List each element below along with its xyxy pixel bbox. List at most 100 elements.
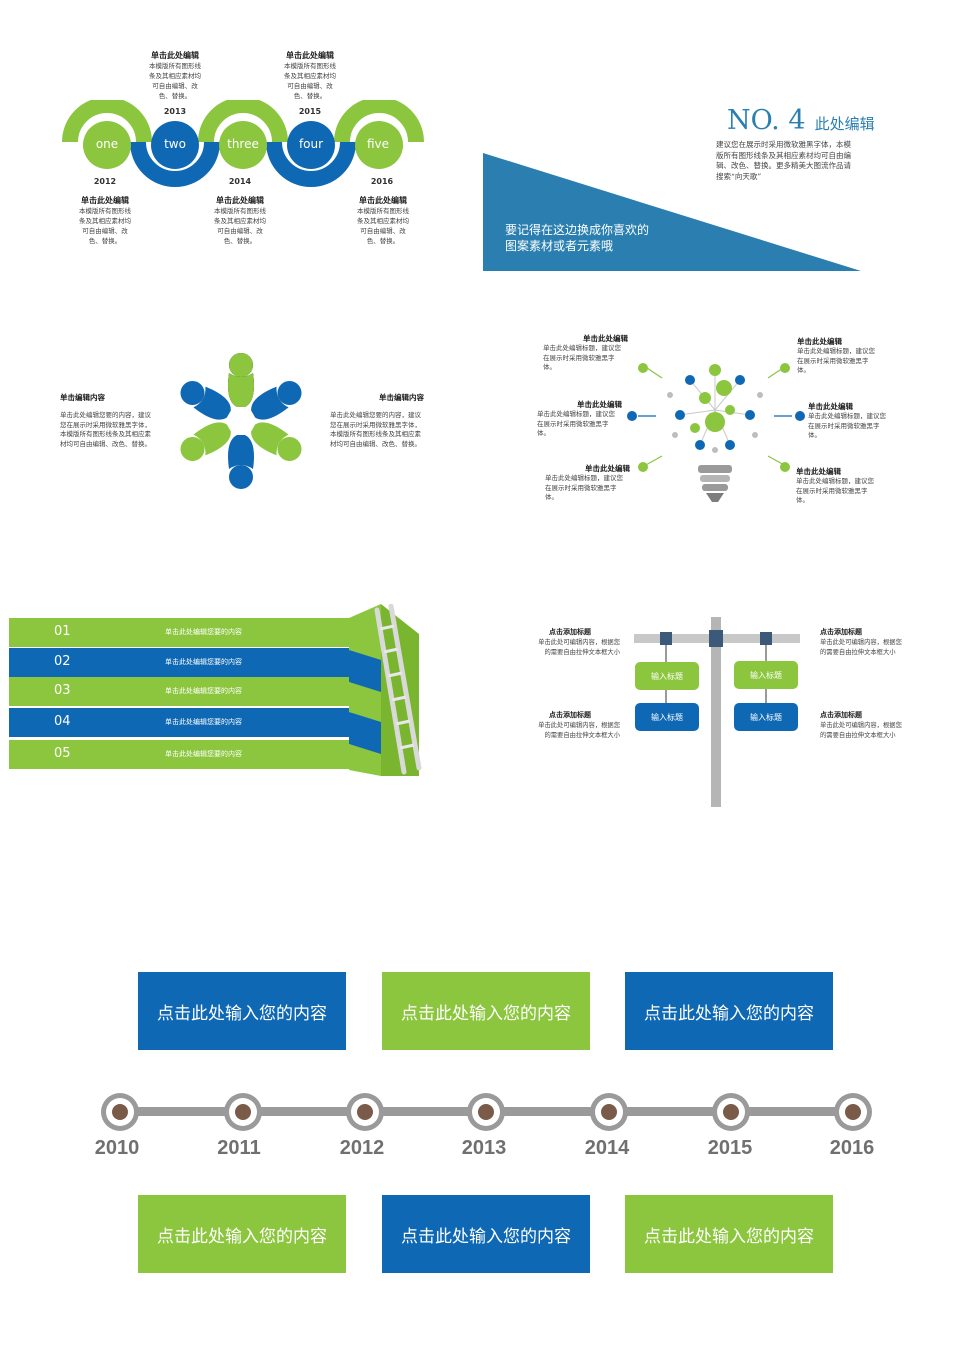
stair-row-2: 02 单击此处编辑您要的内容 bbox=[9, 648, 349, 677]
no4-heading: NO. 4 此处编辑 bbox=[727, 105, 875, 136]
people-right-text: 单击编辑内容 单击此处编辑您要的内容，建议您在展示时采用微软雅黑字体， 本模版所… bbox=[330, 392, 440, 449]
bottom-content-box-2[interactable]: 点击此处输入您的内容 bbox=[382, 1195, 590, 1273]
wave-year-2015: 2015 bbox=[298, 107, 322, 116]
timeline-node-2014 bbox=[590, 1093, 628, 1131]
sign-button-4[interactable]: 输入标题 bbox=[734, 703, 798, 731]
timeline-year-2010: 2010 bbox=[94, 1137, 140, 1159]
timeline-node-2011 bbox=[224, 1093, 262, 1131]
stair-row-4: 04 单击此处编辑您要的内容 bbox=[9, 708, 349, 737]
no4-triangle-text: 要记得在这边换成你喜欢的图案素材或者元素哦 bbox=[505, 223, 650, 253]
bulb-item-left-3: 单击此处编辑 单击此处编辑标题，建议您在展示时采用微软雅黑字体。 bbox=[545, 464, 630, 501]
no4-body: 建议您在展示时采用微软雅黑字体，本模版所有图形线条及其相应素材均可自由编 辑、改… bbox=[716, 140, 851, 181]
stairs-graphic bbox=[349, 604, 422, 776]
people-left-title: 单击编辑内容 bbox=[60, 393, 105, 402]
wave-top-item-1: 单击此处编辑 本模版所有图形线条及其相应素材均 可自由编辑、改色、替换。 bbox=[135, 50, 215, 101]
stair-row-5: 05 单击此处编辑您要的内容 bbox=[9, 740, 349, 769]
bulb-dot-left-2 bbox=[627, 411, 637, 421]
stair-num: 01 bbox=[54, 624, 71, 639]
signpost-item-left-1: 点击添加标题 单击此处可编辑内容，根据您的需要自由拉伸文本框大小 bbox=[538, 628, 620, 656]
timeline-node-2015 bbox=[712, 1093, 750, 1131]
wave-circle-three: three bbox=[227, 137, 259, 151]
sign-button-1[interactable]: 输入标题 bbox=[635, 662, 699, 690]
bulb-dot-right-3 bbox=[780, 462, 790, 472]
bulb-dot-right-2 bbox=[795, 411, 805, 421]
bulb-dot-right-1 bbox=[780, 363, 790, 373]
bottom-content-box-3[interactable]: 点击此处输入您的内容 bbox=[625, 1195, 833, 1273]
no4-number: NO. 4 bbox=[727, 105, 806, 136]
timeline-year-2015: 2015 bbox=[707, 1137, 753, 1159]
bulb-item-right-1: 单击此处编辑 单击此处编辑标题，建议您在展示时采用微软雅黑字体。 bbox=[797, 337, 875, 374]
stair-num: 05 bbox=[54, 746, 71, 761]
wave-top-item-2: 单击此处编辑 本模版所有图形线条及其相应素材均 可自由编辑、改色、替换。 bbox=[270, 50, 350, 101]
item-body: 本模版所有图形线条及其相应素材均 可自由编辑、改色、替换。 bbox=[79, 207, 131, 245]
signpost-pole bbox=[711, 617, 721, 807]
wave-circle-one: one bbox=[95, 137, 119, 151]
wave-year-2013: 2013 bbox=[163, 107, 187, 116]
item-body: 本模版所有图形线条及其相应素材均 可自由编辑、改色、替换。 bbox=[214, 207, 266, 245]
stair-num: 02 bbox=[54, 654, 71, 669]
item-body: 本模版所有图形线条及其相应素材均 可自由编辑、改色、替换。 bbox=[149, 62, 201, 100]
timeline-node-2010 bbox=[101, 1093, 139, 1131]
timeline-node-2016 bbox=[834, 1093, 872, 1131]
item-title: 单击此处编辑 bbox=[286, 51, 334, 60]
wave-circle-five: five bbox=[366, 137, 390, 151]
signpost-item-left-2: 点击添加标题 单击此处可编辑内容，根据您的需要自由拉伸文本框大小 bbox=[538, 711, 620, 739]
wave-circle-two: two bbox=[164, 137, 186, 151]
no4-triangle bbox=[483, 153, 861, 271]
stair-text: 单击此处编辑您要的内容 bbox=[165, 687, 242, 695]
signpost-clamp-left bbox=[660, 632, 672, 645]
stair-num: 04 bbox=[54, 714, 71, 729]
bulb-item-right-3: 单击此处编辑 单击此处编辑标题，建议您在展示时采用微软雅黑字体。 bbox=[796, 467, 874, 504]
sign-button-2[interactable]: 输入标题 bbox=[734, 661, 798, 689]
people-circle-graphic bbox=[175, 353, 307, 489]
stair-num: 03 bbox=[54, 683, 71, 698]
timeline-year-2012: 2012 bbox=[339, 1137, 385, 1159]
bulb-item-right-2: 单击此处编辑 单击此处编辑标题，建议您在展示时采用微软雅黑字体。 bbox=[808, 402, 886, 439]
wave-year-2016: 2016 bbox=[370, 177, 394, 186]
top-content-box-2[interactable]: 点击此处输入您的内容 bbox=[382, 972, 590, 1050]
signpost-item-right-2: 点击添加标题 单击此处可编辑内容，根据您的需要自由拉伸文本框大小 bbox=[820, 711, 902, 739]
bulb-dot-left-3 bbox=[638, 462, 648, 472]
wave-circle-four: four bbox=[298, 137, 324, 151]
timeline-year-2013: 2013 bbox=[461, 1137, 507, 1159]
signpost-clamp-mid bbox=[709, 630, 723, 647]
wave-year-2012: 2012 bbox=[93, 177, 117, 186]
bottom-content-box-1[interactable]: 点击此处输入您的内容 bbox=[138, 1195, 346, 1273]
bulb-item-left-2: 单击此处编辑 单击此处编辑标题，建议您在展示时采用微软雅黑字体。 bbox=[537, 400, 622, 437]
timeline-node-2013 bbox=[467, 1093, 505, 1131]
wave-year-2014: 2014 bbox=[228, 177, 252, 186]
stair-text: 单击此处编辑您要的内容 bbox=[165, 750, 242, 758]
people-left-text: 单击编辑内容 单击此处编辑您要的内容，建议您在展示时采用微软雅黑字体， 本模版所… bbox=[60, 392, 170, 449]
timeline-year-2011: 2011 bbox=[217, 1137, 261, 1159]
people-right-body: 单击此处编辑您要的内容，建议您在展示时采用微软雅黑字体， 本模版所有图形线条及其… bbox=[330, 411, 421, 448]
stair-text: 单击此处编辑您要的内容 bbox=[165, 628, 242, 636]
timeline-year-2014: 2014 bbox=[584, 1137, 630, 1159]
sign-button-3[interactable]: 输入标题 bbox=[635, 703, 699, 731]
people-right-title: 单击编辑内容 bbox=[379, 393, 424, 402]
item-title: 单击此处编辑 bbox=[151, 51, 199, 60]
stair-row-1: 01 单击此处编辑您要的内容 bbox=[9, 618, 349, 647]
wave-bottom-item-3: 单击此处编辑 本模版所有图形线条及其相应素材均 可自由编辑、改色、替换。 bbox=[343, 195, 423, 246]
signpost-item-right-1: 点击添加标题 单击此处可编辑内容，根据您的需要自由拉伸文本框大小 bbox=[820, 628, 902, 656]
timeline-year-2016: 2016 bbox=[829, 1137, 875, 1159]
bulb-dot-left-1 bbox=[638, 363, 648, 373]
item-title: 单击此处编辑 bbox=[359, 196, 407, 205]
no4-title: 此处编辑 bbox=[814, 115, 875, 133]
bulb-item-left-1: 单击此处编辑 单击此处编辑标题，建议您在展示时采用微软雅黑字体。 bbox=[543, 334, 628, 371]
wave-bottom-item-2: 单击此处编辑 本模版所有图形线条及其相应素材均 可自由编辑、改色、替换。 bbox=[200, 195, 280, 246]
item-title: 单击此处编辑 bbox=[81, 196, 129, 205]
item-body: 本模版所有图形线条及其相应素材均 可自由编辑、改色、替换。 bbox=[284, 62, 336, 100]
top-content-box-3[interactable]: 点击此处输入您的内容 bbox=[625, 972, 833, 1050]
signpost-clamp-right bbox=[760, 632, 772, 645]
stair-row-3: 03 单击此处编辑您要的内容 bbox=[9, 677, 349, 706]
wave-timeline-graphic bbox=[62, 100, 424, 187]
item-title: 单击此处编辑 bbox=[216, 196, 264, 205]
timeline-node-2012 bbox=[346, 1093, 384, 1131]
item-body: 本模版所有图形线条及其相应素材均 可自由编辑、改色、替换。 bbox=[357, 207, 409, 245]
bulb-graphic bbox=[638, 364, 792, 502]
top-content-box-1[interactable]: 点击此处输入您的内容 bbox=[138, 972, 346, 1050]
wave-bottom-item-1: 单击此处编辑 本模版所有图形线条及其相应素材均 可自由编辑、改色、替换。 bbox=[65, 195, 145, 246]
people-left-body: 单击此处编辑您要的内容，建议您在展示时采用微软雅黑字体， 本模版所有图形线条及其… bbox=[60, 411, 151, 448]
stair-text: 单击此处编辑您要的内容 bbox=[165, 658, 242, 666]
stair-text: 单击此处编辑您要的内容 bbox=[165, 718, 242, 726]
